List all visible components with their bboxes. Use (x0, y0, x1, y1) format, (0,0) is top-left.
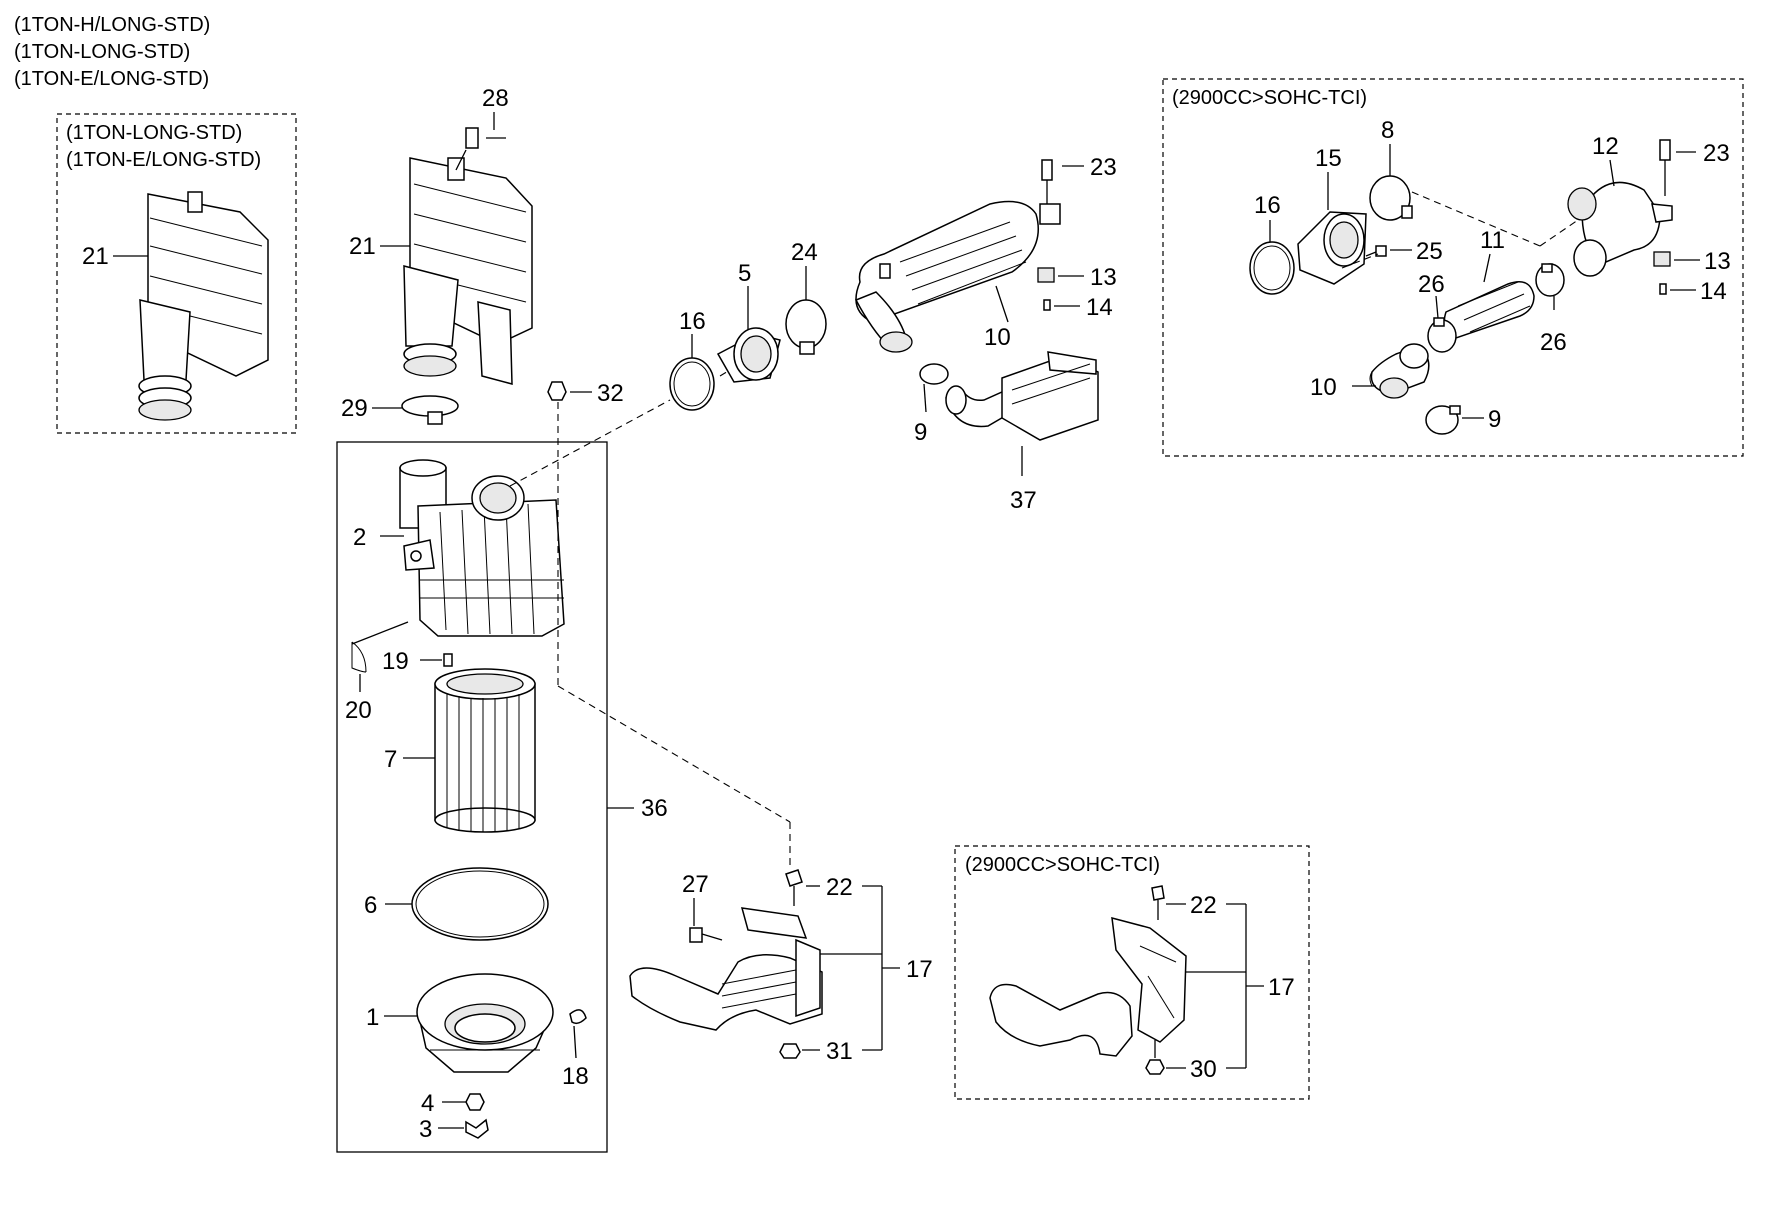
callout-17: 17 (906, 956, 933, 983)
callout-16: 16 (679, 308, 706, 335)
variant-header-2: (1TON-LONG-STD) (14, 41, 190, 63)
filter-element-drawing (434, 668, 536, 833)
callout-2: 2 (353, 524, 366, 551)
callout-13: 13 (1090, 264, 1117, 291)
callout-28: 28 (482, 85, 509, 112)
tci-callout-26a: 26 (1418, 271, 1445, 298)
tci-callout-26b: 26 (1540, 329, 1567, 356)
callout-24: 24 (791, 239, 818, 266)
sensor-5-drawing (716, 327, 781, 383)
tci-callout-30: 30 (1190, 1056, 1217, 1083)
callout-27: 27 (682, 871, 709, 898)
assembly-36-box (336, 441, 608, 1153)
tci-callout-16: 16 (1254, 192, 1281, 219)
callout-14: 14 (1086, 294, 1113, 321)
lower-cover-drawing (416, 973, 554, 1073)
tci-callout-23: 23 (1703, 140, 1730, 167)
callout-20: 20 (345, 697, 372, 724)
clamp-24-drawing (785, 299, 827, 349)
resonator-drawing (403, 127, 533, 385)
tci-callout-10: 10 (1310, 374, 1337, 401)
tci-callout-25: 25 (1416, 238, 1443, 265)
left-inset: (1TON-LONG-STD) (1TON-E/LONG-STD) 21 (56, 113, 297, 434)
callout-22: 22 (826, 874, 853, 901)
tci-inset-bottom: (2900CC>SOHC-TCI) 22 17 30 (954, 845, 1310, 1100)
callout-21: 21 (349, 233, 376, 260)
variant-header-1: (1TON-H/LONG-STD) (14, 14, 210, 36)
tci-bottom-title: (2900CC>SOHC-TCI) (965, 854, 1160, 876)
left-inset-line-2: (1TON-E/LONG-STD) (66, 149, 261, 171)
callout-1: 1 (366, 1004, 379, 1031)
hose-10-drawing (854, 200, 1040, 353)
bracket-17-drawing (629, 869, 823, 1059)
tci-callout-15: 15 (1315, 145, 1342, 172)
callout-23: 23 (1090, 154, 1117, 181)
gasket-16-drawing (669, 357, 715, 411)
callout-18: 18 (562, 1063, 589, 1090)
callout-5: 5 (738, 260, 751, 287)
gasket-6-drawing (411, 867, 549, 941)
tci-callout-22: 22 (1190, 892, 1217, 919)
callout-37: 37 (1010, 487, 1037, 514)
tci-callout-11: 11 (1480, 227, 1505, 254)
tci-callout-14: 14 (1700, 278, 1727, 305)
tci-callout-12: 12 (1592, 133, 1619, 160)
callout-36: 36 (641, 795, 668, 822)
callout-19: 19 (382, 648, 409, 675)
tci-callout-9: 9 (1488, 406, 1501, 433)
air-cleaner-body-drawing (399, 459, 565, 637)
callout-4: 4 (421, 1090, 434, 1117)
callout-left-21: 21 (82, 243, 109, 270)
tci-callout-17: 17 (1268, 974, 1295, 1001)
tci-callout-13: 13 (1704, 248, 1731, 275)
callout-6: 6 (364, 892, 377, 919)
callout-9: 9 (914, 419, 927, 446)
callout-7: 7 (384, 746, 397, 773)
clamp-29-drawing (401, 395, 459, 425)
intake-duct-37-drawing (945, 351, 1099, 441)
callout-31: 31 (826, 1038, 853, 1065)
tci-top-title: (2900CC>SOHC-TCI) (1172, 87, 1367, 109)
resonator-drawing-inset (138, 191, 269, 421)
callout-32: 32 (597, 380, 624, 407)
callout-10: 10 (984, 324, 1011, 351)
callout-3: 3 (419, 1116, 432, 1143)
callout-29: 29 (341, 395, 368, 422)
tci-inset-top: (2900CC>SOHC-TCI) 16 15 25 8 12 (1162, 78, 1744, 457)
tci-callout-8: 8 (1381, 117, 1394, 144)
left-inset-line-1: (1TON-LONG-STD) (66, 122, 242, 144)
variant-header-3: (1TON-E/LONG-STD) (14, 68, 209, 90)
